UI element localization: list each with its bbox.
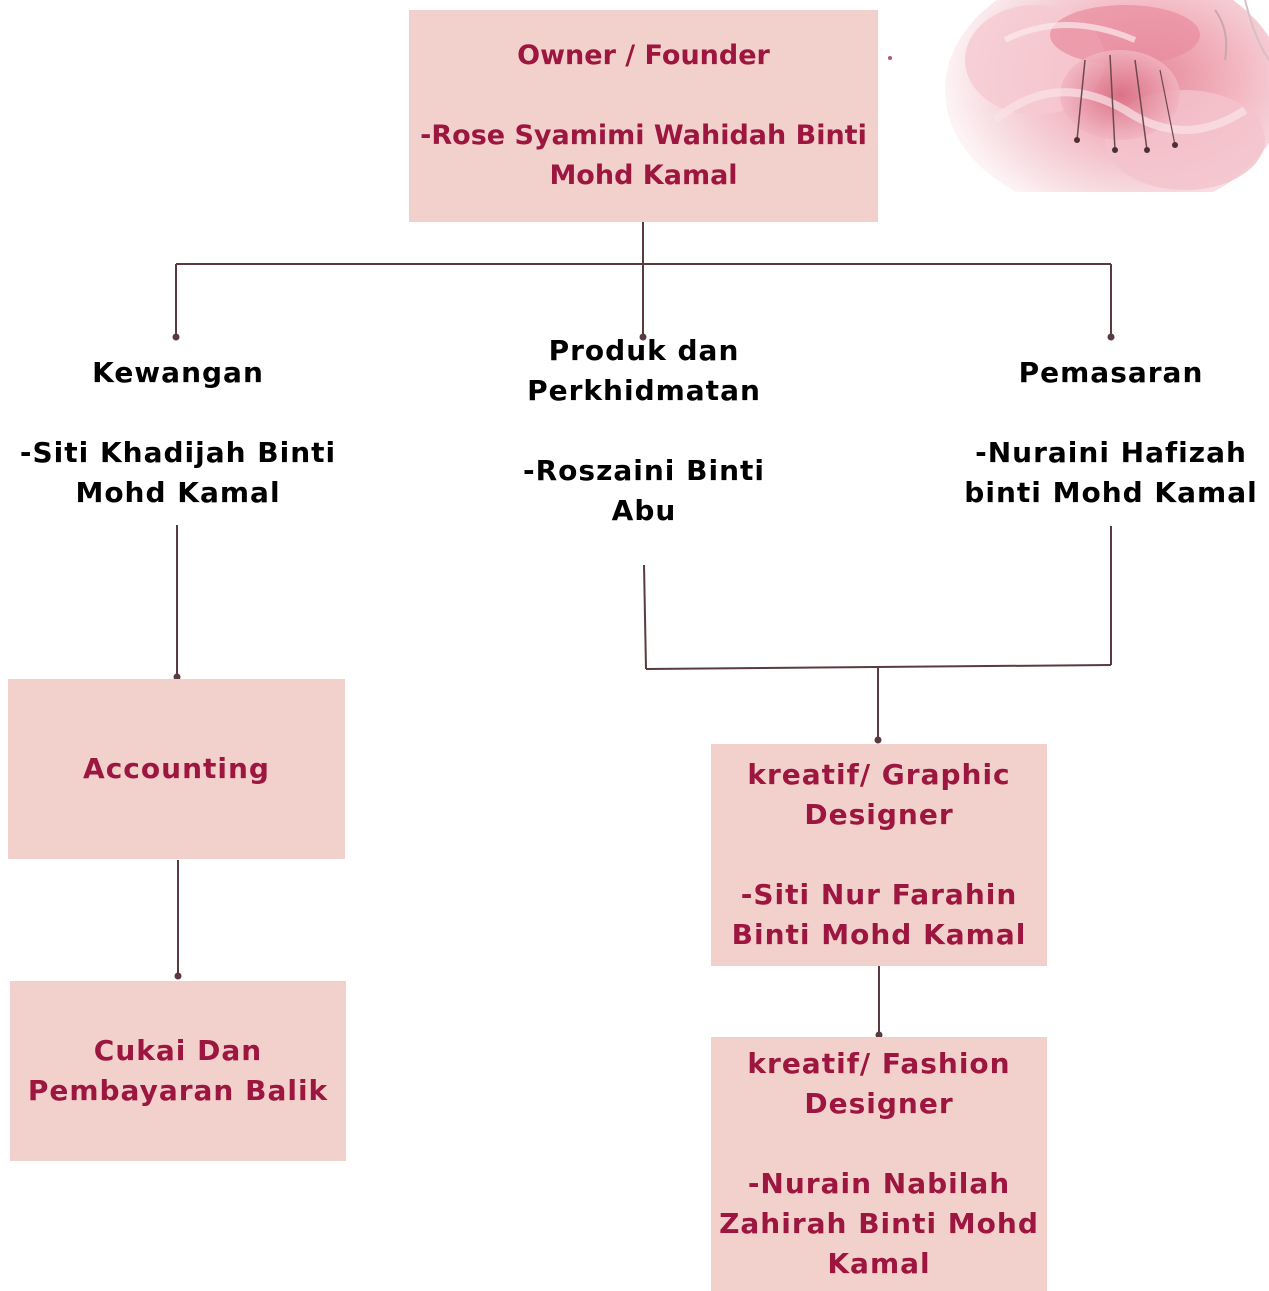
accounting-box: Accounting xyxy=(8,679,345,859)
fashion-role-line2: Designer xyxy=(804,1087,954,1120)
flower-decoration xyxy=(885,0,1269,192)
owner-name-line1: -Rose Syamimi Wahidah Binti xyxy=(420,120,867,151)
produk-label: Produk dan Perkhidmatan -Roszaini Binti … xyxy=(500,331,788,531)
graphic-name-line2: Binti Mohd Kamal xyxy=(731,918,1027,951)
fashion-name-line1: -Nurain Nabilah xyxy=(747,1167,1011,1200)
kewangan-label: Kewangan -Siti Khadijah Binti Mohd Kamal xyxy=(0,353,356,513)
pemasaran-name-line2: binti Mohd Kamal xyxy=(964,476,1258,509)
graphic-role-line1: kreatif/ Graphic xyxy=(747,758,1011,791)
kewangan-name-line1: -Siti Khadijah Binti xyxy=(19,436,337,469)
owner-name-line2: Mohd Kamal xyxy=(549,160,738,191)
fashion-name-line3: Kamal xyxy=(827,1247,931,1280)
produk-name-line2: Abu xyxy=(611,494,677,527)
pemasaran-label: Pemasaran -Nuraini Hafizah binti Mohd Ka… xyxy=(955,353,1267,513)
fashion-designer-box: kreatif/ Fashion Designer -Nurain Nabila… xyxy=(711,1037,1047,1291)
produk-role-line2: Perkhidmatan xyxy=(527,374,761,407)
kewangan-role: Kewangan xyxy=(92,356,264,389)
owner-box: Owner / Founder -Rose Syamimi Wahidah Bi… xyxy=(409,10,878,222)
cukai-box: Cukai Dan Pembayaran Balik xyxy=(10,981,346,1161)
graphic-designer-box: kreatif/ Graphic Designer -Siti Nur Fara… xyxy=(711,744,1047,966)
graphic-role-line2: Designer xyxy=(804,798,954,831)
owner-role: Owner / Founder xyxy=(517,40,770,71)
fashion-role-line1: kreatif/ Fashion xyxy=(747,1047,1011,1080)
fashion-name-line2: Zahirah Binti Mohd xyxy=(719,1207,1039,1240)
pemasaran-name-line1: -Nuraini Hafizah xyxy=(975,436,1247,469)
cukai-role-line2: Pembayaran Balik xyxy=(27,1074,329,1107)
kewangan-name-line2: Mohd Kamal xyxy=(75,476,281,509)
produk-name-line1: -Roszaini Binti xyxy=(522,454,765,487)
produk-role-line1: Produk dan xyxy=(548,334,740,367)
accounting-role: Accounting xyxy=(83,752,270,785)
pemasaran-role: Pemasaran xyxy=(1018,356,1204,389)
cukai-role-line1: Cukai Dan xyxy=(93,1034,263,1067)
graphic-name-line1: -Siti Nur Farahin xyxy=(740,878,1018,911)
